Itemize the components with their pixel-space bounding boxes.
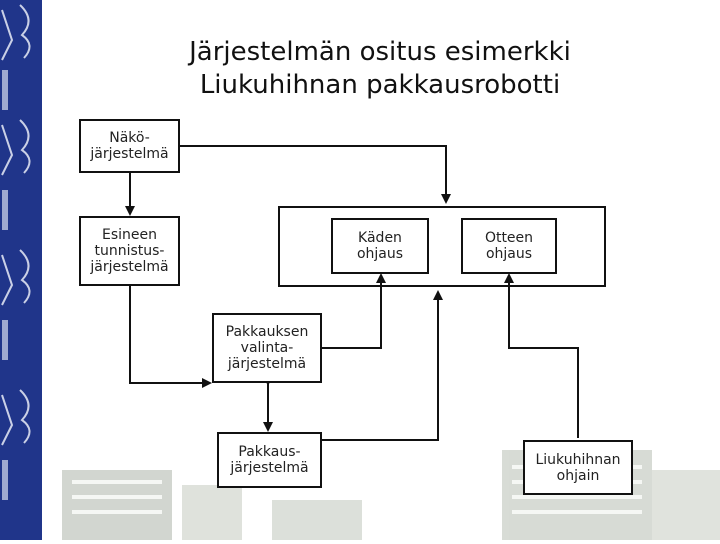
arrow-tunnistus-to-valinta xyxy=(129,286,212,388)
pakkaus-label: Pakkaus- järjestelmä xyxy=(230,444,309,476)
title-line-2: Liukuhihnan pakkausrobotti xyxy=(199,70,561,100)
emblem-pattern xyxy=(1,4,31,500)
arrow-liukuhihna-to-otteen-ohjaus xyxy=(504,273,579,438)
otteen-ohjaus-label: Otteen ohjaus xyxy=(484,230,534,262)
tunnistus-label: Esineen tunnistus- järjestelmä xyxy=(90,227,169,275)
nako-label: Näkö- järjestelmä xyxy=(90,130,169,162)
title-line-1: Järjestelmän ositus esimerkki xyxy=(189,37,571,67)
valinta-box: Pakkauksen valinta- järjestelmä xyxy=(212,313,322,383)
arrow-valinta-to-kaden-ohjaus xyxy=(322,273,386,349)
valinta-label: Pakkauksen valinta- järjestelmä xyxy=(225,324,309,372)
pakkaus-box: Pakkaus- järjestelmä xyxy=(217,432,322,488)
liukuhihna-box: Liukuhihnan ohjain xyxy=(523,440,633,495)
arrow-nako-to-control-group xyxy=(180,145,451,204)
nako-box: Näkö- järjestelmä xyxy=(79,119,180,173)
kaden-ohjaus-box: Käden ohjaus xyxy=(331,218,429,274)
liukuhihna-label: Liukuhihnan ohjain xyxy=(535,451,621,484)
kaden-ohjaus-label: Käden ohjaus xyxy=(356,230,404,262)
left-decorative-strip xyxy=(0,0,42,540)
arrow-pakkaus-to-control-group xyxy=(322,290,443,441)
slide-title: Järjestelmän ositus esimerkki Liukuhihna… xyxy=(60,36,700,102)
otteen-ohjaus-box: Otteen ohjaus xyxy=(461,218,557,274)
tunnistus-box: Esineen tunnistus- järjestelmä xyxy=(79,216,180,286)
